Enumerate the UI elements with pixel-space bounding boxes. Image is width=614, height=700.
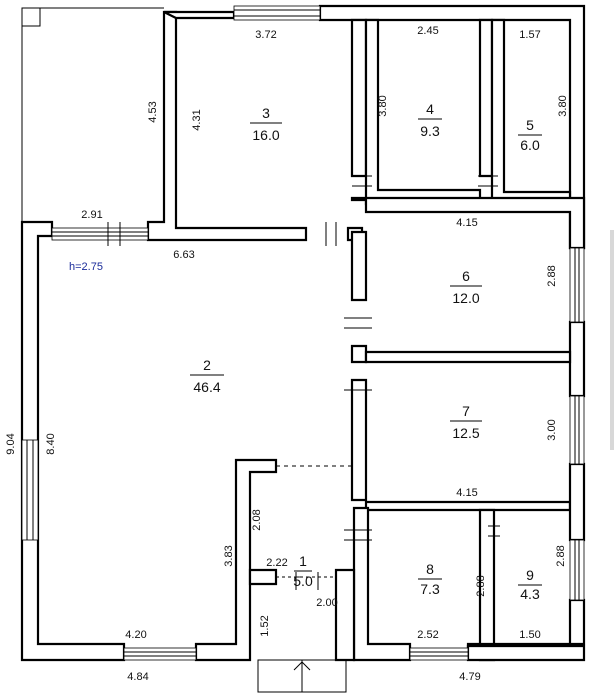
dim-room5-height: 3.80 [557,95,569,116]
window-room-7 [569,395,585,465]
window-left-top [51,227,149,241]
room-3-area: 16.0 [252,127,279,143]
dim-room6-width: 4.15 [456,217,477,229]
dim-room2-bottom: 4.20 [125,629,146,641]
room-1-area: 5.0 [293,573,313,589]
corner-box [21,7,41,27]
dim-entrance-width: 2.00 [316,597,337,609]
room-4-area: 9.3 [420,123,440,139]
dim-room9-width: 1.50 [519,629,540,641]
dim-room3-height: 4.31 [191,109,203,130]
dim-room7-height: 3.00 [546,419,558,440]
dim-entrance-depth: 1.52 [259,615,271,636]
window-top [233,5,321,21]
dim-room2-left: 8.40 [45,433,57,454]
room-6-number: 6 [462,268,470,284]
room-7-number: 7 [462,403,470,419]
window-room-9 [569,539,585,601]
dim-outer-bottom-right: 4.79 [459,671,480,683]
dimension-labels: 3.72 2.45 1.57 4.53 4.31 3.80 3.80 2.91 … [5,25,569,683]
room-9-number: 9 [526,567,534,583]
dim-room8-height: 2.88 [475,575,487,596]
room-labels: 1 5.0 2 46.4 3 16.0 4 9.3 5 6.0 6 12.0 7… [190,101,542,602]
room-8-area: 7.3 [420,581,440,597]
dim-room6-height: 2.88 [546,265,558,286]
dim-outer-bottom-left: 4.84 [127,671,148,683]
dim-room9-height: 2.88 [555,545,567,566]
room-1-number: 1 [299,553,307,569]
room-6-area: 12.0 [452,290,479,306]
walls-rooms-4-5 [364,18,572,206]
window-room-8 [409,647,469,661]
dim-left-upper: 4.53 [147,101,159,122]
walls-room-2 [20,10,308,662]
scrollbar[interactable] [610,230,614,450]
room-5-area: 6.0 [520,137,540,153]
dim-left-window: 2.91 [81,209,102,221]
room-9-area: 4.3 [520,586,540,602]
ceiling-height-label: h=2.75 [69,261,103,273]
dim-outer-left: 9.04 [5,433,17,454]
window-room-6 [569,247,585,323]
dim-room3-width: 3.72 [255,29,276,41]
window-left [21,439,39,541]
dim-room1-width: 2.22 [266,557,287,569]
windows [21,5,585,661]
room-2-number: 2 [203,357,211,373]
dim-room8-width: 2.52 [417,629,438,641]
dim-room2-inner: 3.83 [223,545,235,566]
dim-room2-top: 6.63 [173,249,194,261]
room-8-number: 8 [426,561,434,577]
dim-room4-height: 3.80 [377,95,389,116]
dim-room5-width: 1.57 [519,29,540,41]
room-7-area: 12.5 [452,425,479,441]
room-3-number: 3 [262,105,270,121]
room-4-number: 4 [426,101,434,117]
room-2-area: 46.4 [193,379,220,395]
dim-room7-width: 4.15 [456,487,477,499]
dim-room4-width: 2.45 [417,25,438,37]
room-5-number: 5 [526,117,534,133]
dim-room1-height: 2.08 [251,509,263,530]
window-bottom-left [123,647,197,661]
entrance [107,175,500,693]
